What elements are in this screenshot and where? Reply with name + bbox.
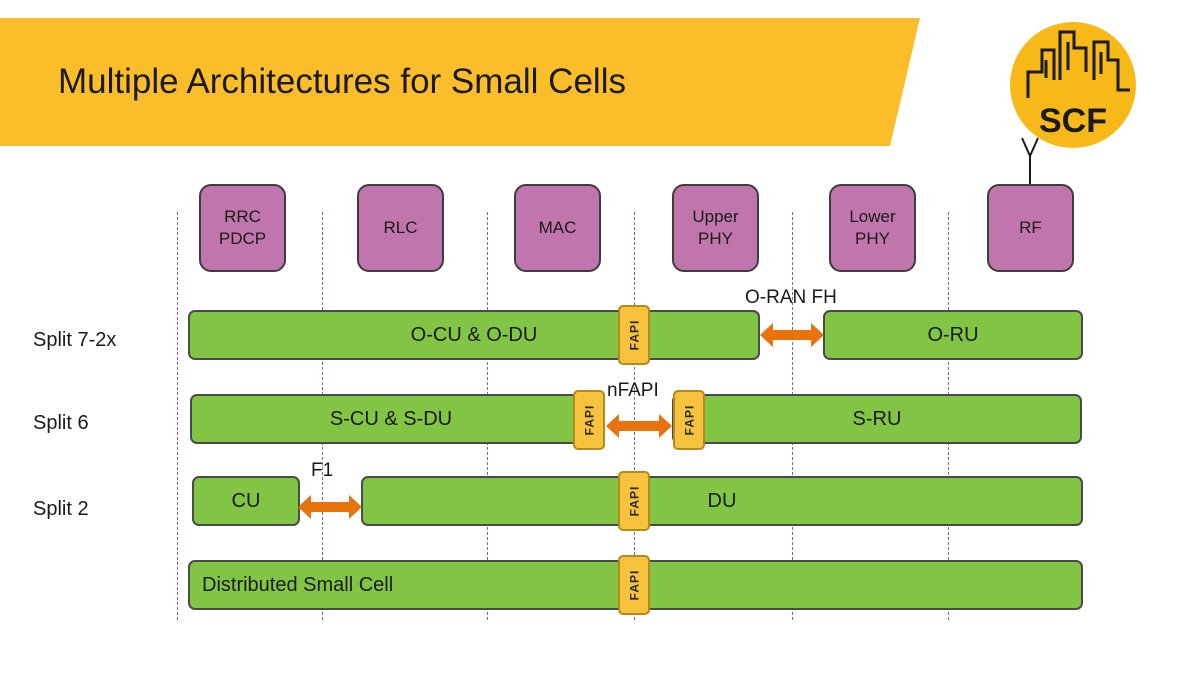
- layer-mac: MAC: [514, 184, 601, 272]
- layer-label: Upper PHY: [692, 207, 739, 248]
- layer-lower-phy: Lower PHY: [829, 184, 916, 272]
- layer-rf: RF: [987, 184, 1074, 272]
- fapi-block: FAPI: [618, 305, 650, 365]
- interface-label-o-ran-fh: O-RAN FH: [745, 287, 837, 308]
- layer-label: Lower PHY: [849, 207, 896, 248]
- block-cu: CU: [192, 476, 300, 526]
- layer-label: MAC: [538, 218, 577, 237]
- interface-arrow: [606, 414, 672, 438]
- interface-label-f1: F1: [311, 460, 334, 481]
- divider-line: [634, 212, 635, 620]
- layer-rrc-pdcp: RRC PDCP: [199, 184, 286, 272]
- row-label-split-7-2x: Split 7-2x: [33, 329, 117, 351]
- interface-label-nfapi: nFAPI: [607, 380, 659, 401]
- fapi-block: FAPI: [573, 390, 605, 450]
- row-label-split-2: Split 2: [33, 498, 89, 520]
- fapi-block: FAPI: [673, 390, 705, 450]
- logo-text: SCF: [1039, 102, 1107, 140]
- page-title: Multiple Architectures for Small Cells: [58, 62, 626, 101]
- interface-arrow: [760, 323, 824, 347]
- block-o-cu-o-du: O-CU & O-DU: [188, 310, 760, 360]
- block-du: DU: [361, 476, 1083, 526]
- layer-label: RLC: [383, 218, 418, 237]
- block-o-ru: O-RU: [823, 310, 1083, 360]
- block-s-ru: S-RU: [672, 394, 1082, 444]
- layer-label: RRC PDCP: [218, 207, 267, 248]
- divider-line: [177, 212, 178, 620]
- block-s-cu-s-du: S-CU & S-DU: [190, 394, 592, 444]
- layer-upper-phy: Upper PHY: [672, 184, 759, 272]
- layer-rlc: RLC: [357, 184, 444, 272]
- layer-label: RF: [1019, 218, 1042, 237]
- row-label-split-6: Split 6: [33, 412, 89, 434]
- interface-arrow: [298, 495, 362, 519]
- scf-logo: SCF: [1006, 20, 1140, 188]
- title-banner: [0, 18, 920, 146]
- fapi-block: FAPI: [618, 555, 650, 615]
- fapi-block: FAPI: [618, 471, 650, 531]
